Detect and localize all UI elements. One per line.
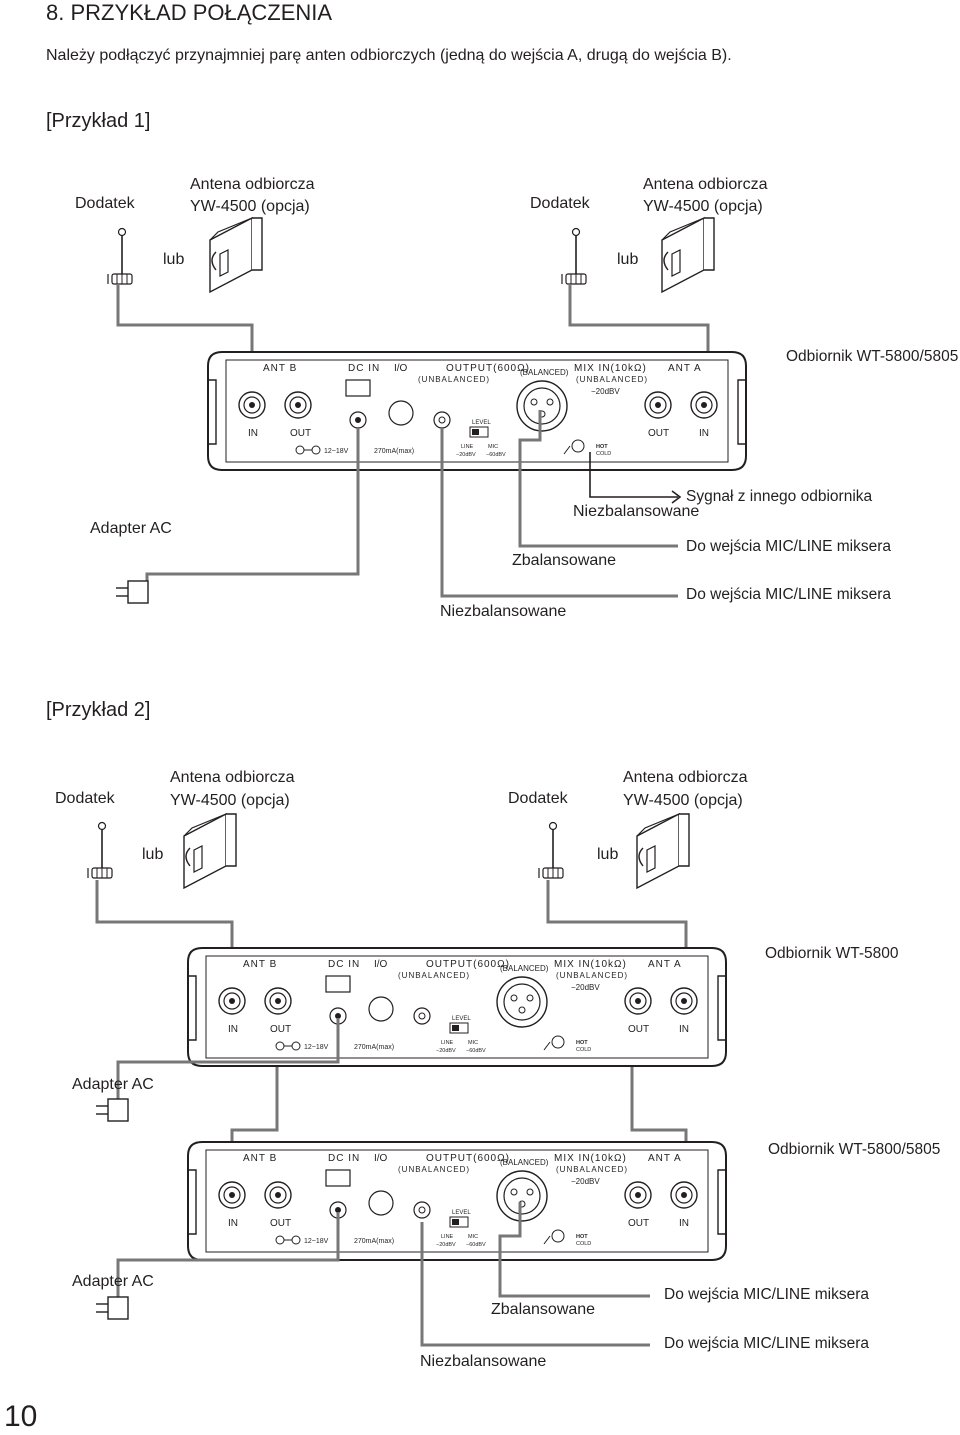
receiver-label: Odbiornik WT-5800/5805 — [786, 348, 959, 365]
receiver-label: Odbiornik WT-5800 — [765, 945, 899, 962]
antenna-label: Antena odbiorcza — [190, 176, 315, 193]
panel-ant-b-label: ANT B — [263, 363, 297, 374]
mixer-input-label: Do wejścia MIC/LINE miksera — [664, 1286, 869, 1303]
accessory-label: Dodatek — [530, 195, 590, 212]
panel-mic-label: MIC — [488, 444, 498, 450]
panel-line-label: LINE — [461, 444, 474, 450]
accessory-label: Dodatek — [508, 790, 568, 807]
accessory-antenna-icon — [561, 227, 587, 285]
accessory-antenna-icon — [87, 821, 113, 879]
panel-out-left-label: OUT — [290, 428, 311, 439]
accessory-antenna-icon — [538, 821, 564, 879]
panel-dc-in-label: DC IN — [348, 363, 380, 374]
panel-cold-label: COLD — [596, 451, 611, 457]
mixer-input-label: Do wejścia MIC/LINE miksera — [664, 1335, 869, 1352]
panel-mix-unbalanced-label: (UNBALANCED) — [576, 375, 648, 384]
receiving-antenna-icon — [183, 813, 237, 889]
panel-voltage-label: 12~18V — [324, 448, 349, 455]
page-heading: 8. PRZYKŁAD POŁĄCZENIA — [46, 0, 333, 25]
receiver-panel — [188, 948, 726, 1066]
balanced-label: Zbalansowane — [512, 552, 617, 569]
unbalanced-label: Niezbalansowane — [420, 1353, 547, 1370]
panel-io-label: I/O — [394, 363, 408, 374]
antenna-model: YW-4500 (opcja) — [643, 198, 763, 215]
or-label: lub — [163, 251, 185, 268]
panel-in-right-label: IN — [699, 428, 709, 439]
panel-mix-level-label: −20dBV — [591, 387, 620, 396]
panel-level-label: LEVEL — [472, 420, 491, 426]
panel-mic-db-label: −60dBV — [486, 452, 506, 458]
or-label: lub — [597, 846, 619, 863]
antenna-label: Antena odbiorcza — [643, 176, 768, 193]
unbalanced-label: Niezbalansowane — [573, 503, 700, 520]
adapter-label: Adapter AC — [90, 520, 172, 537]
antenna-model: YW-4500 (opcja) — [190, 198, 310, 215]
intro-text: Należy podłączyć przynajmniej parę anten… — [46, 47, 732, 64]
page-number: 10 — [4, 1400, 38, 1433]
accessory-label: Dodatek — [75, 195, 135, 212]
or-label: lub — [142, 846, 164, 863]
panel-current-label: 270mA(max) — [374, 448, 414, 455]
panel-output-label: OUTPUT(600Ω) — [446, 363, 530, 374]
panel-balanced-label: (BALANCED) — [520, 368, 569, 377]
accessory-label: Dodatek — [55, 790, 115, 807]
antenna-model: YW-4500 (opcja) — [623, 792, 743, 809]
adapter-label: Adapter AC — [72, 1076, 154, 1093]
antenna-label: Antena odbiorcza — [170, 769, 295, 786]
receiving-antenna-icon — [209, 217, 263, 293]
or-label: lub — [617, 251, 639, 268]
antenna-label: Antena odbiorcza — [623, 769, 748, 786]
signal-label: Sygnał z innego odbiornika — [686, 488, 873, 505]
mixer-input-label: Do wejścia MIC/LINE miksera — [686, 586, 891, 603]
accessory-antenna-icon — [107, 227, 133, 285]
balanced-label: Zbalansowane — [491, 1301, 596, 1318]
panel-hot-label: HOT — [596, 444, 608, 450]
panel-out-right-label: OUT — [648, 428, 669, 439]
ac-adapter-icon — [95, 1098, 129, 1122]
ac-adapter-icon — [115, 580, 149, 604]
ac-adapter-icon — [95, 1296, 129, 1320]
example-2-title: [Przykład 2] — [46, 699, 151, 721]
unbalanced-label: Niezbalansowane — [440, 603, 567, 620]
panel-unbalanced-label: (UNBALANCED) — [418, 375, 490, 384]
adapter-label: Adapter AC — [72, 1273, 154, 1290]
panel-ant-a-label: ANT A — [668, 363, 702, 374]
mixer-input-label: Do wejścia MIC/LINE miksera — [686, 538, 891, 555]
receiver-panel — [188, 1142, 726, 1260]
signal-line — [589, 452, 682, 504]
antenna-model: YW-4500 (opcja) — [170, 792, 290, 809]
receiving-antenna-icon — [636, 813, 690, 889]
panel-line-db-label: −20dBV — [456, 452, 476, 458]
panel-in-left-label: IN — [248, 428, 258, 439]
receiver-label: Odbiornik WT-5800/5805 — [768, 1141, 941, 1158]
receiving-antenna-icon — [661, 217, 715, 293]
example-1-title: [Przykład 1] — [46, 110, 151, 132]
dc-cables-2 — [116, 1018, 650, 1347]
panel-mix-in-label: MIX IN(10kΩ) — [574, 363, 647, 374]
receiver-panel: ANT B DC IN I/O OUTPUT(600Ω) (UNBALANCED… — [207, 351, 747, 471]
